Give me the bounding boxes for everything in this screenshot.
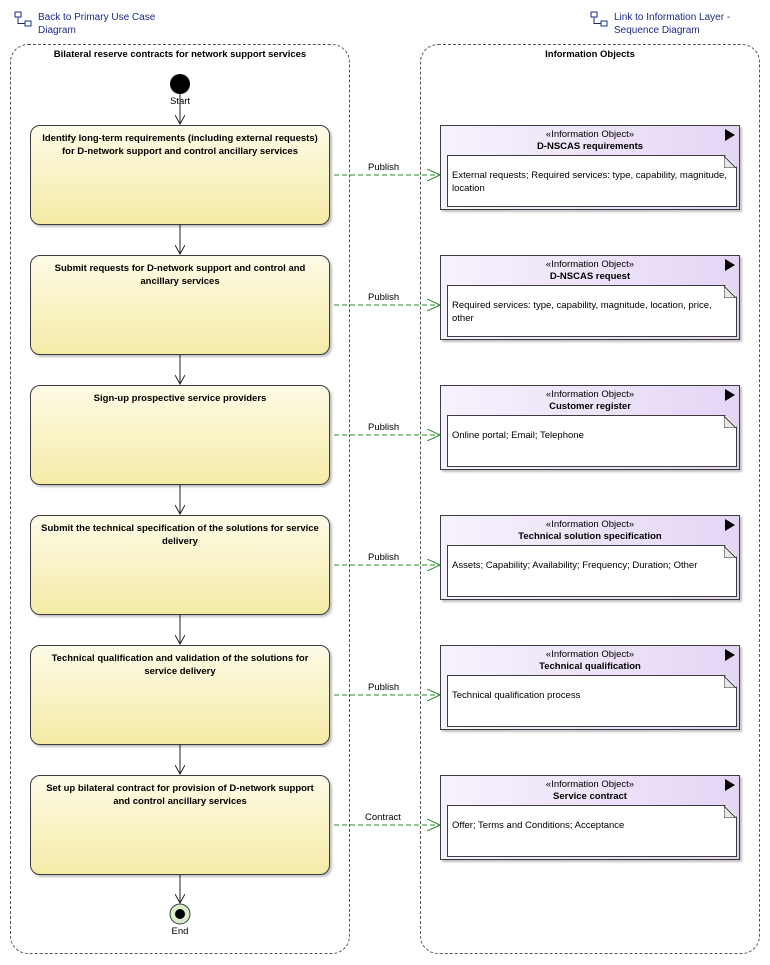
object-note: Assets; Capability; Availability; Freque… [447,545,737,597]
object-flag-icon [725,649,735,661]
object-stereotype: «Information Object» [545,259,635,270]
start-node [170,74,190,94]
back-to-use-case-link[interactable]: Back to Primary Use Case Diagram [14,11,168,37]
object-note-text: Technical qualification process [452,690,581,701]
information-object[interactable]: «Information Object» Customer register O… [440,385,740,470]
object-stereotype: «Information Object» [545,649,635,660]
action-identify-requirements[interactable]: Identify long-term requirements (includi… [30,125,330,225]
end-label: End [171,926,189,937]
object-note-text: Assets; Capability; Availability; Freque… [452,560,698,571]
object-name: Service contract [553,791,627,802]
end-node-core [175,909,185,919]
object-note: Required services: type, capability, mag… [447,285,737,337]
object-flag-icon [725,389,735,401]
flow-label: Publish [368,682,400,693]
action-sign-up-providers[interactable]: Sign-up prospective service providers [30,385,330,485]
object-note: Offer; Terms and Conditions; Acceptance [447,805,737,857]
object-note-text: Online portal; Email; Telephone [452,430,584,441]
object-name: D-NSCAS requirements [536,141,644,152]
object-note: Online portal; Email; Telephone [447,415,737,467]
note-fold-icon [724,546,736,558]
diagram-link-icon [590,11,608,27]
note-fold-icon [724,416,736,428]
action-set-up-contract[interactable]: Set up bilateral contract for provision … [30,775,330,875]
start-label: Start [169,96,191,107]
information-lane-title: Information Objects [545,49,635,60]
action-submit-requests[interactable]: Submit requests for D-network support an… [30,255,330,355]
flow-label: Publish [368,162,400,173]
object-note: External requests; Required services: ty… [447,155,737,207]
object-note: Technical qualification process [447,675,737,727]
flow-label: Publish [368,422,400,433]
object-name: Customer register [549,401,631,412]
information-object[interactable]: «Information Object» Service contract Of… [440,775,740,860]
object-stereotype: «Information Object» [545,779,635,790]
activity-lane-title: Bilateral reserve contracts for network … [53,49,307,60]
object-flag-icon [725,129,735,141]
object-note-text: External requests; Required services: ty… [452,170,727,194]
information-object[interactable]: «Information Object» D-NSCAS request Req… [440,255,740,340]
object-stereotype: «Information Object» [545,519,635,530]
object-name: Technical qualification [539,661,641,672]
object-note-text: Offer; Terms and Conditions; Acceptance [452,820,625,831]
note-fold-icon [724,676,736,688]
action-technical-qualification[interactable]: Technical qualification and validation o… [30,645,330,745]
object-flag-icon [725,779,735,791]
note-fold-icon [724,286,736,298]
information-objects-lane: Information Objects [420,44,760,954]
object-name: Technical solution specification [518,531,662,542]
object-flag-icon [725,259,735,271]
object-stereotype: «Information Object» [545,389,635,400]
activity-lane: Bilateral reserve contracts for network … [10,44,350,954]
information-object[interactable]: «Information Object» Technical qualifica… [440,645,740,730]
note-fold-icon [724,806,736,818]
note-fold-icon [724,156,736,168]
object-note-text: Required services: type, capability, mag… [452,300,712,324]
information-object[interactable]: «Information Object» D-NSCAS requirement… [440,125,740,210]
action-submit-technical-spec[interactable]: Submit the technical specification of th… [30,515,330,615]
info-link-text[interactable]: Link to Information Layer - Sequence Dia… [614,12,731,36]
object-stereotype: «Information Object» [545,129,635,140]
flow-label: Contract [365,812,401,823]
diagram-link-icon [14,11,32,27]
information-object[interactable]: «Information Object» Technical solution … [440,515,740,600]
information-layer-link[interactable]: Link to Information Layer - Sequence Dia… [590,11,754,37]
object-flag-icon [725,519,735,531]
back-link-text[interactable]: Back to Primary Use Case Diagram [38,12,156,36]
flow-label: Publish [368,552,400,563]
flow-label: Publish [368,292,400,303]
object-name: D-NSCAS request [549,271,631,282]
